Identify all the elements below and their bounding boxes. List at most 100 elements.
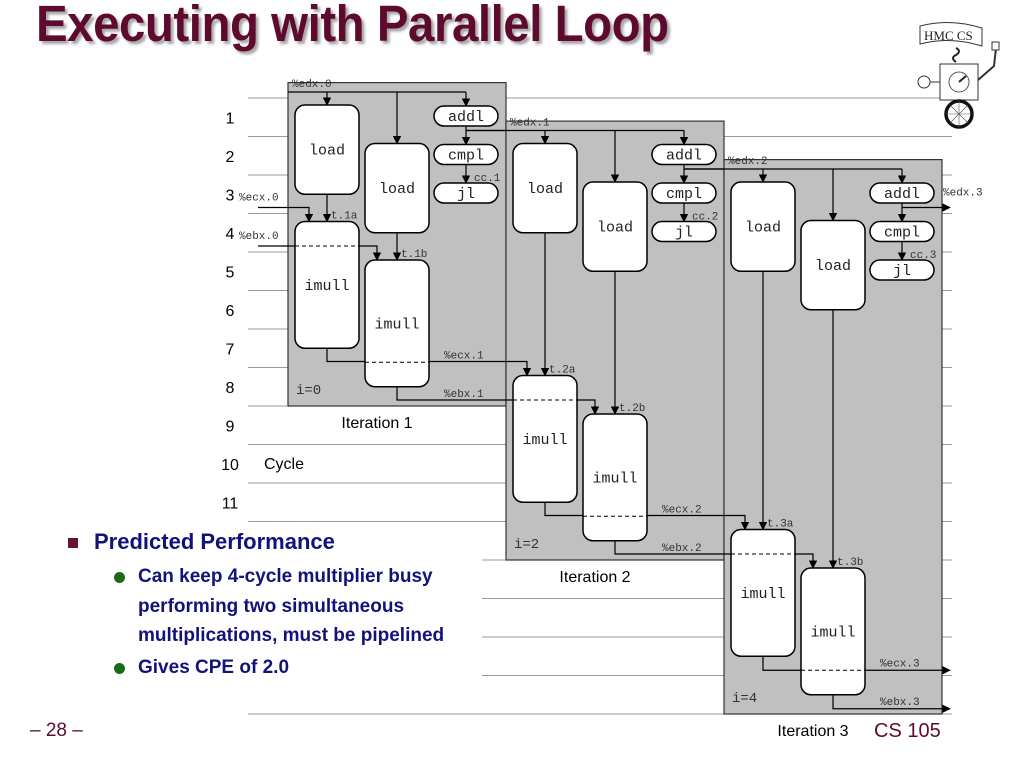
round-bullet-icon — [114, 662, 125, 674]
index-label: i=0 — [296, 383, 321, 399]
cycle-number: 7 — [226, 341, 235, 358]
bullet-item: Gives CPE of 2.0 — [62, 653, 482, 683]
ecx-initial-label: %ecx.0 — [239, 192, 279, 204]
ecx-out-label: %ecx.3 — [880, 658, 920, 670]
imull-node-label: imull — [592, 470, 637, 487]
cycle-number: 5 — [226, 264, 235, 281]
imull-node — [582, 413, 648, 542]
ebx-initial-label: %ebx.0 — [239, 231, 279, 243]
jl-node-label: jl — [675, 225, 693, 242]
edx-in-label: %edx.1 — [510, 118, 550, 130]
ecx-out-label: %ecx.2 — [662, 504, 702, 516]
ebx-carry-arrow — [396, 386, 600, 415]
logo-text: HMC CS — [924, 28, 973, 43]
hmc-cs-robot-logo: HMC CS — [917, 22, 1000, 129]
load-node — [294, 104, 360, 195]
slide-title: Executing with Parallel Loop — [36, 0, 669, 52]
cycle-number: 8 — [226, 380, 235, 397]
cycle-number: 4 — [226, 226, 235, 243]
iteration-label: Iteration 1 — [341, 415, 412, 432]
ebx-carry-arrow — [614, 540, 818, 569]
edx-in-label: %edx.2 — [728, 156, 768, 168]
load-node-label: load — [379, 181, 415, 198]
temp-a-label: t.1a — [331, 211, 358, 223]
addl-node-label: addl — [448, 109, 484, 126]
jl-node — [869, 259, 935, 281]
load-node — [512, 142, 578, 234]
cycle-number: 6 — [226, 303, 235, 320]
imull-node-label: imull — [304, 278, 349, 295]
temp-b-label: t.1b — [401, 249, 427, 261]
imull-node — [730, 528, 796, 657]
cc-label: cc.2 — [692, 212, 718, 224]
imull-node-label: imull — [810, 624, 855, 641]
imull-node — [512, 374, 578, 503]
addl-node — [433, 105, 499, 127]
load-node-label: load — [815, 258, 851, 275]
index-label: i=4 — [732, 691, 757, 707]
load-node — [730, 181, 796, 272]
load-node — [800, 219, 866, 311]
cc-label: cc.3 — [910, 250, 936, 262]
operation-nodes: load load addl cmpl jl imull imull load load addl… — [294, 104, 935, 696]
addl-node — [869, 182, 935, 204]
jl-node-label: jl — [893, 263, 911, 280]
jl-node — [433, 182, 499, 204]
cmpl-node-label: cmpl — [448, 148, 484, 165]
ebx-out-label: %ebx.2 — [662, 543, 702, 555]
edx-final-label: %edx.3 — [943, 187, 983, 199]
bullet-list: Predicted Performance Can keep 4-cycle m… — [62, 528, 482, 682]
cycle-number: 11 — [222, 495, 239, 512]
iteration-label: Iteration 3 — [777, 723, 848, 740]
imull-node-label: imull — [374, 316, 419, 333]
course-label: CS 105 — [874, 720, 941, 742]
page-number: – 28 – — [30, 720, 83, 741]
round-bullet-icon — [114, 572, 125, 583]
addl-node-label: addl — [884, 186, 920, 203]
imull-node — [364, 259, 430, 388]
cycle-axis-label: Cycle — [264, 456, 304, 473]
load-node — [582, 181, 648, 272]
ecx-out-label: %ecx.1 — [444, 350, 484, 362]
cycle-number: 9 — [226, 418, 235, 435]
cycle-number: 1 — [226, 110, 235, 127]
temp-b-label: t.3b — [837, 557, 863, 569]
load-node-label: load — [597, 220, 633, 237]
ebx-out-arrow — [832, 694, 951, 713]
load-node — [364, 142, 430, 234]
bullet-heading: Predicted Performance — [62, 528, 482, 556]
iteration-label: Iteration 2 — [559, 569, 630, 586]
temp-a-label: t.3a — [767, 519, 794, 531]
load-node-label: load — [745, 220, 781, 237]
cmpl-node — [651, 182, 717, 204]
ecx-out-arrow — [762, 656, 951, 675]
cmpl-node — [869, 220, 935, 243]
bullet-item: Can keep 4-cycle multiplier busy perform… — [62, 562, 468, 651]
cmpl-node — [433, 143, 499, 166]
load-node-label: load — [527, 181, 563, 198]
imull-node — [800, 567, 866, 696]
cycle-number: 10 — [221, 457, 239, 474]
cmpl-node-label: cmpl — [884, 225, 920, 242]
edx-in-label: %edx.0 — [292, 79, 332, 91]
addl-node — [651, 143, 717, 166]
jl-node — [651, 220, 717, 243]
square-bullet-icon — [68, 538, 78, 548]
cycle-number: 2 — [226, 149, 235, 166]
jl-node-label: jl — [457, 186, 475, 203]
ebx-out-label: %ebx.1 — [444, 389, 484, 401]
imull-node-label: imull — [522, 432, 567, 449]
cycle-number: 3 — [226, 187, 235, 204]
index-label: i=2 — [514, 537, 539, 553]
cmpl-node-label: cmpl — [666, 186, 702, 203]
load-node-label: load — [309, 143, 345, 160]
imull-node-label: imull — [740, 586, 785, 603]
diagram-labels: 1 2 3 4 5 6 7 8 9 10 11 Cycle %edx.0 cc.1 t.1a t.1b %ecx… — [221, 79, 983, 740]
addl-node-label: addl — [666, 148, 702, 165]
ecx-input-arrow — [258, 206, 314, 223]
imull-node — [294, 220, 360, 349]
cc-label: cc.1 — [474, 173, 501, 185]
temp-a-label: t.2a — [549, 365, 576, 377]
ebx-out-label: %ebx.3 — [880, 697, 920, 709]
